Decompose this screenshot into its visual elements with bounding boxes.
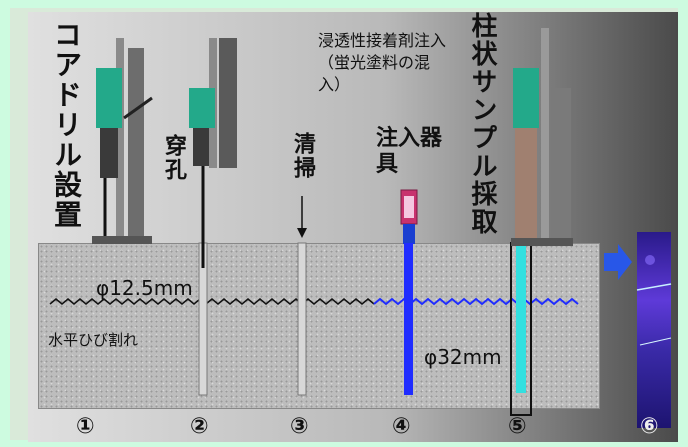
core-glow-spot <box>645 255 655 265</box>
injected-hole-4 <box>404 243 413 395</box>
core-crack-glow-2 <box>639 337 672 346</box>
drill-machine-2 <box>189 38 237 168</box>
label-core-drill-setup: コアドリル設置 <box>50 20 83 230</box>
label-horizontal-crack: 水平ひび割れ <box>48 331 139 349</box>
step-number-3: ③ <box>290 414 309 439</box>
core-sample-5 <box>516 243 526 393</box>
right-arrow-icon <box>604 244 632 280</box>
step-number-2: ② <box>190 414 209 439</box>
label-injection-tool: 注入器具 <box>376 126 443 177</box>
horizontal-crack-line <box>49 298 375 305</box>
core-drill-icon <box>92 38 153 244</box>
label-injection-note: 浸透性接着剤注入（蛍光塗料の混入） <box>318 31 447 94</box>
step-number-1: ① <box>76 414 95 439</box>
injector-inner <box>404 196 414 218</box>
fluorescent-core-sample-icon <box>637 232 671 428</box>
label-hole-diameter: φ12.5mm <box>96 276 193 300</box>
label-core-sampling: 柱状サンプル採取 <box>467 12 497 236</box>
concrete-block <box>38 243 600 409</box>
cleaned-hole-3 <box>297 242 307 396</box>
step-number-5: ⑤ <box>508 414 527 439</box>
step-number-6: ⑥ <box>640 414 659 439</box>
step-number-4: ④ <box>392 414 411 439</box>
injector-tip <box>403 224 415 244</box>
core-crack-glow-1 <box>636 283 672 291</box>
label-cleaning: 清掃 <box>290 132 315 180</box>
label-core-diameter: φ32mm <box>424 345 502 369</box>
label-drilling: 穿孔 <box>161 134 186 182</box>
core-drill-machine-5 <box>511 28 573 246</box>
cleaning-arrow-head <box>297 228 307 238</box>
